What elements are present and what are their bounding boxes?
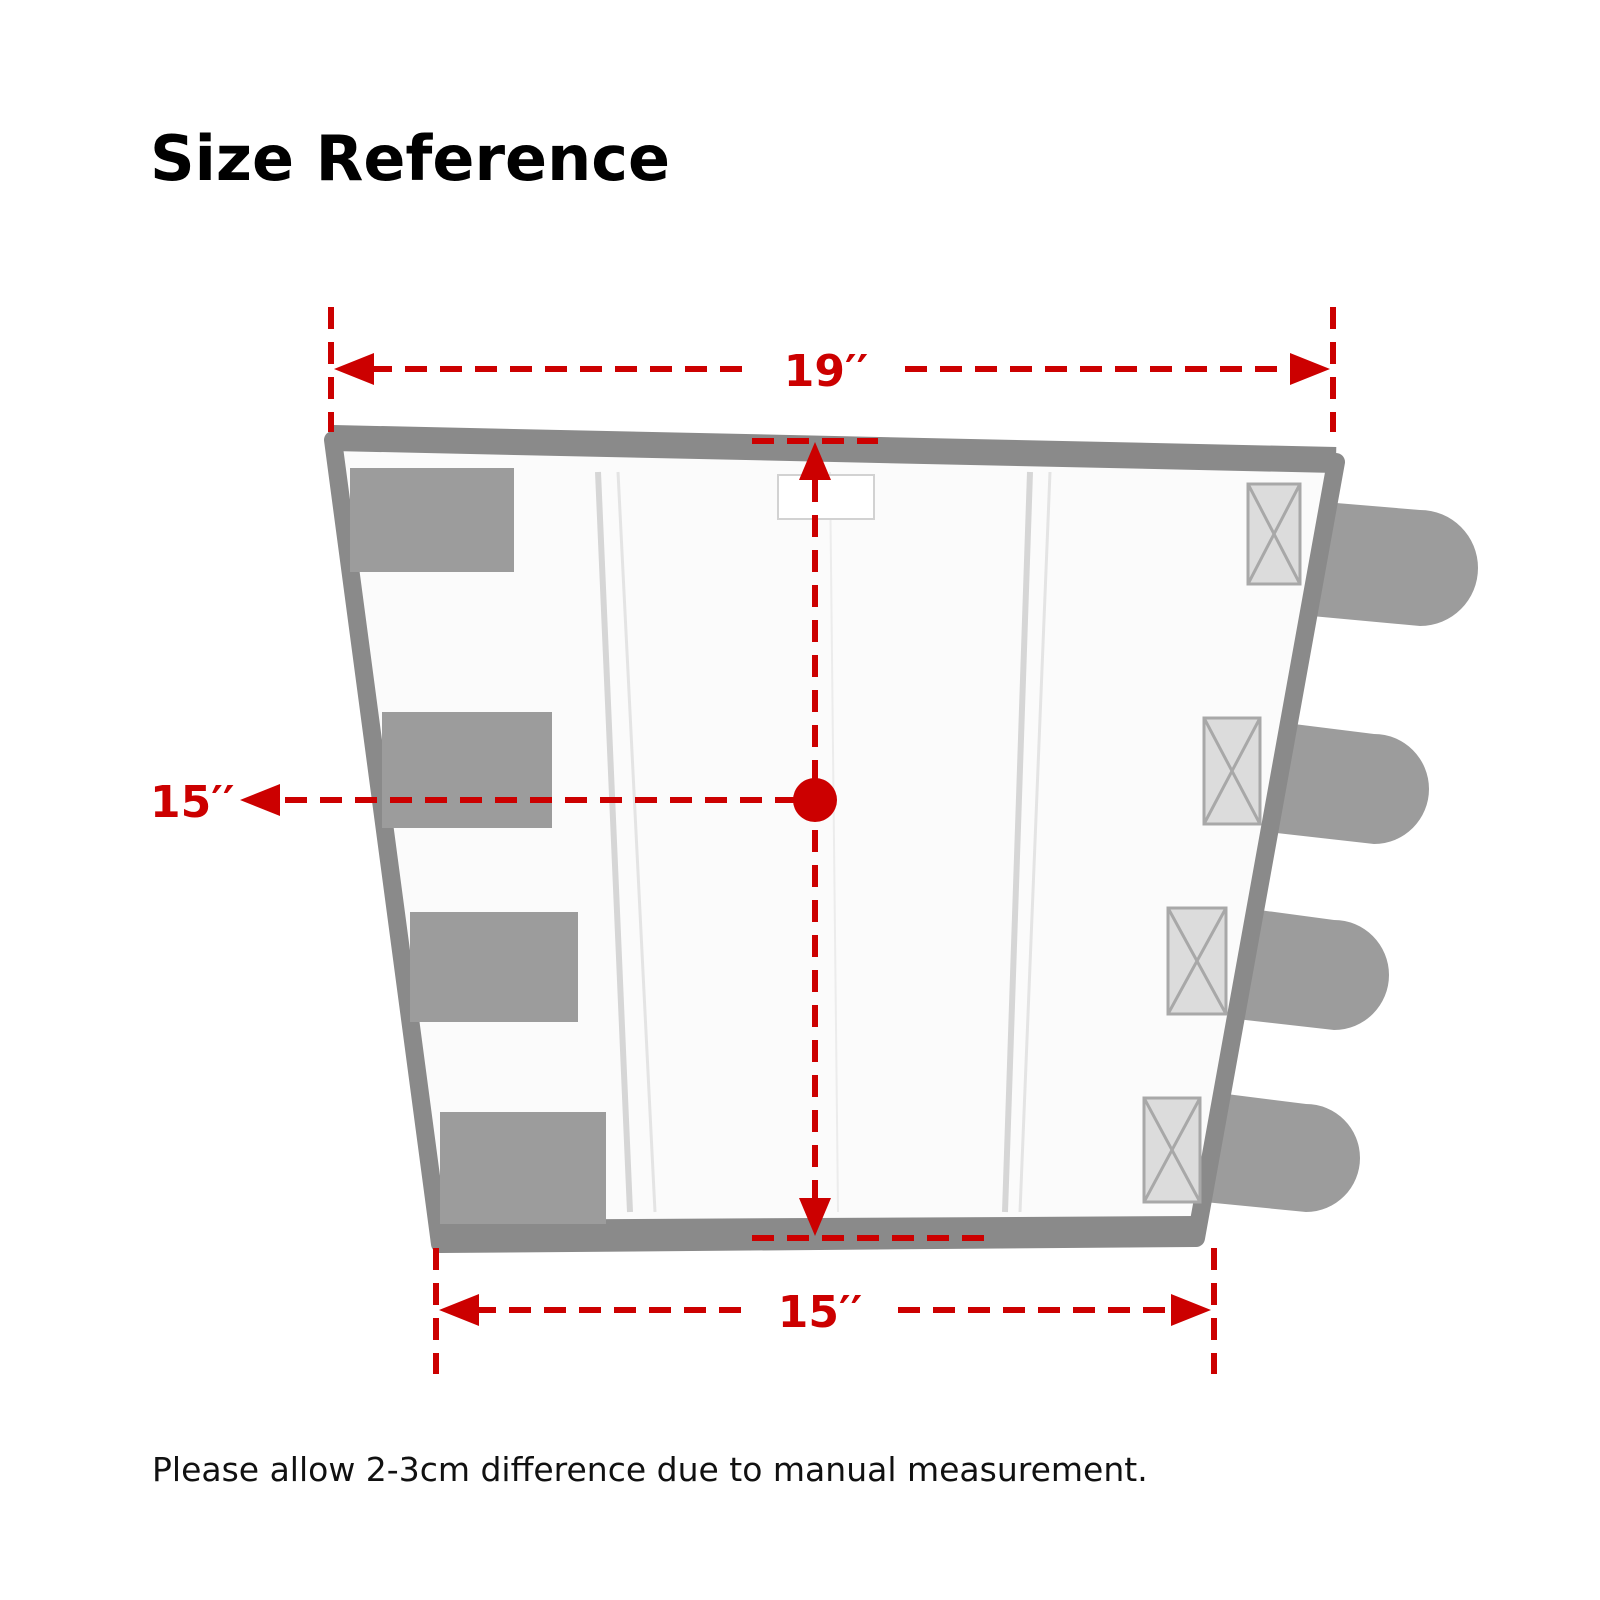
arrowhead-bottom-left bbox=[439, 1294, 479, 1326]
velcro-pad-4 bbox=[440, 1112, 606, 1224]
arrowhead-bottom-right bbox=[1171, 1294, 1211, 1326]
measurement-note: Please allow 2-3cm difference due to man… bbox=[152, 1450, 1148, 1489]
velcro-pad-3 bbox=[410, 912, 578, 1022]
arrowheads bbox=[240, 353, 1330, 1326]
right-strap-1 bbox=[1290, 500, 1478, 626]
hook-pad-3 bbox=[1166, 906, 1228, 1016]
bottom-width-label: 15′′ bbox=[778, 1287, 862, 1338]
arrowhead-height-bottom bbox=[799, 1198, 831, 1236]
arrowhead-callout-left bbox=[240, 784, 280, 816]
arrowhead-top-right bbox=[1290, 353, 1330, 385]
velcro-pad-1 bbox=[350, 468, 514, 572]
hook-pad-2 bbox=[1202, 716, 1262, 826]
center-marker-icon bbox=[793, 778, 837, 822]
right-strap-2 bbox=[1250, 720, 1429, 844]
measurement-overlay bbox=[285, 307, 1336, 1374]
arrowhead-top-left bbox=[334, 353, 374, 385]
right-strap-4 bbox=[1184, 1090, 1360, 1212]
arrowhead-height-top bbox=[799, 442, 831, 480]
hook-pad-1 bbox=[1246, 482, 1302, 586]
top-width-label: 19′′ bbox=[784, 346, 868, 397]
velcro-pad-2 bbox=[382, 712, 552, 828]
page-title: Size Reference bbox=[150, 122, 671, 195]
hook-pad-4 bbox=[1142, 1096, 1202, 1204]
brace-illustration bbox=[324, 425, 1478, 1253]
height-label: 15′′ bbox=[150, 777, 234, 828]
